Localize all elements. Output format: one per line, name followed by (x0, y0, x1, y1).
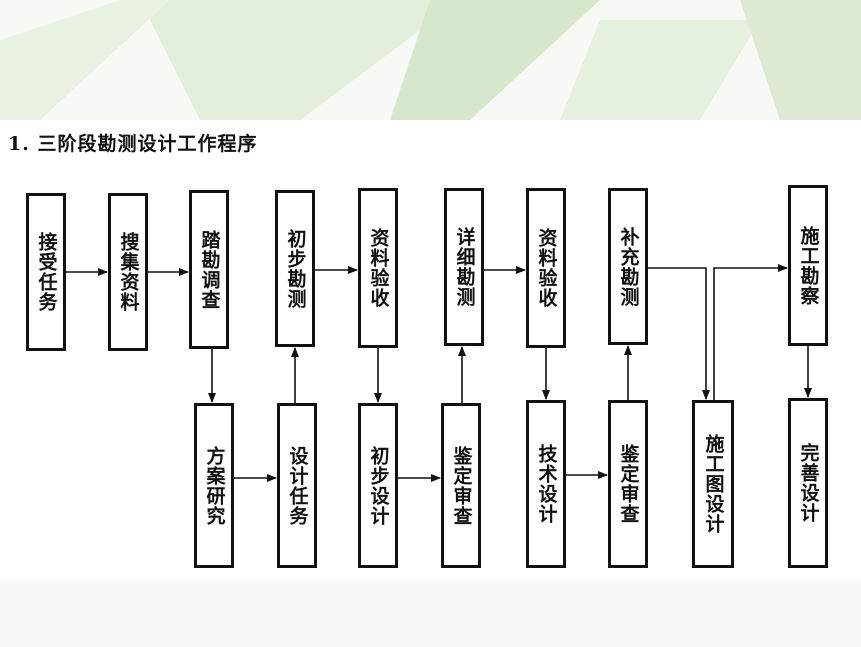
step-refine-design: 完善设计 (788, 398, 828, 568)
step-review-1: 鉴定审查 (441, 403, 481, 568)
page-title: 1. 三阶段勘测设计工作程序 (8, 133, 258, 155)
step-supplementary-survey: 补充勘测 (608, 188, 648, 345)
step-construction-survey: 施工勘察 (788, 185, 828, 346)
step-preliminary-design: 初步设计 (358, 403, 398, 568)
step-data-acceptance-1: 资料验收 (358, 188, 398, 348)
step-design-task: 设计任务 (277, 403, 317, 568)
step-construction-drawing-design: 施工图设计 (692, 400, 734, 568)
step-collect-data: 搜集资料 (108, 193, 148, 351)
step-technical-design: 技术设计 (526, 400, 566, 568)
step-site-survey: 踏勘调查 (189, 190, 229, 349)
step-scheme-study: 方案研究 (194, 403, 234, 568)
step-detailed-survey: 详细勘测 (444, 188, 484, 346)
step-accept-task: 接受任务 (26, 193, 66, 351)
step-preliminary-survey: 初步勘测 (275, 190, 315, 347)
step-review-2: 鉴定审查 (608, 400, 648, 568)
step-data-acceptance-2: 资料验收 (526, 188, 566, 348)
